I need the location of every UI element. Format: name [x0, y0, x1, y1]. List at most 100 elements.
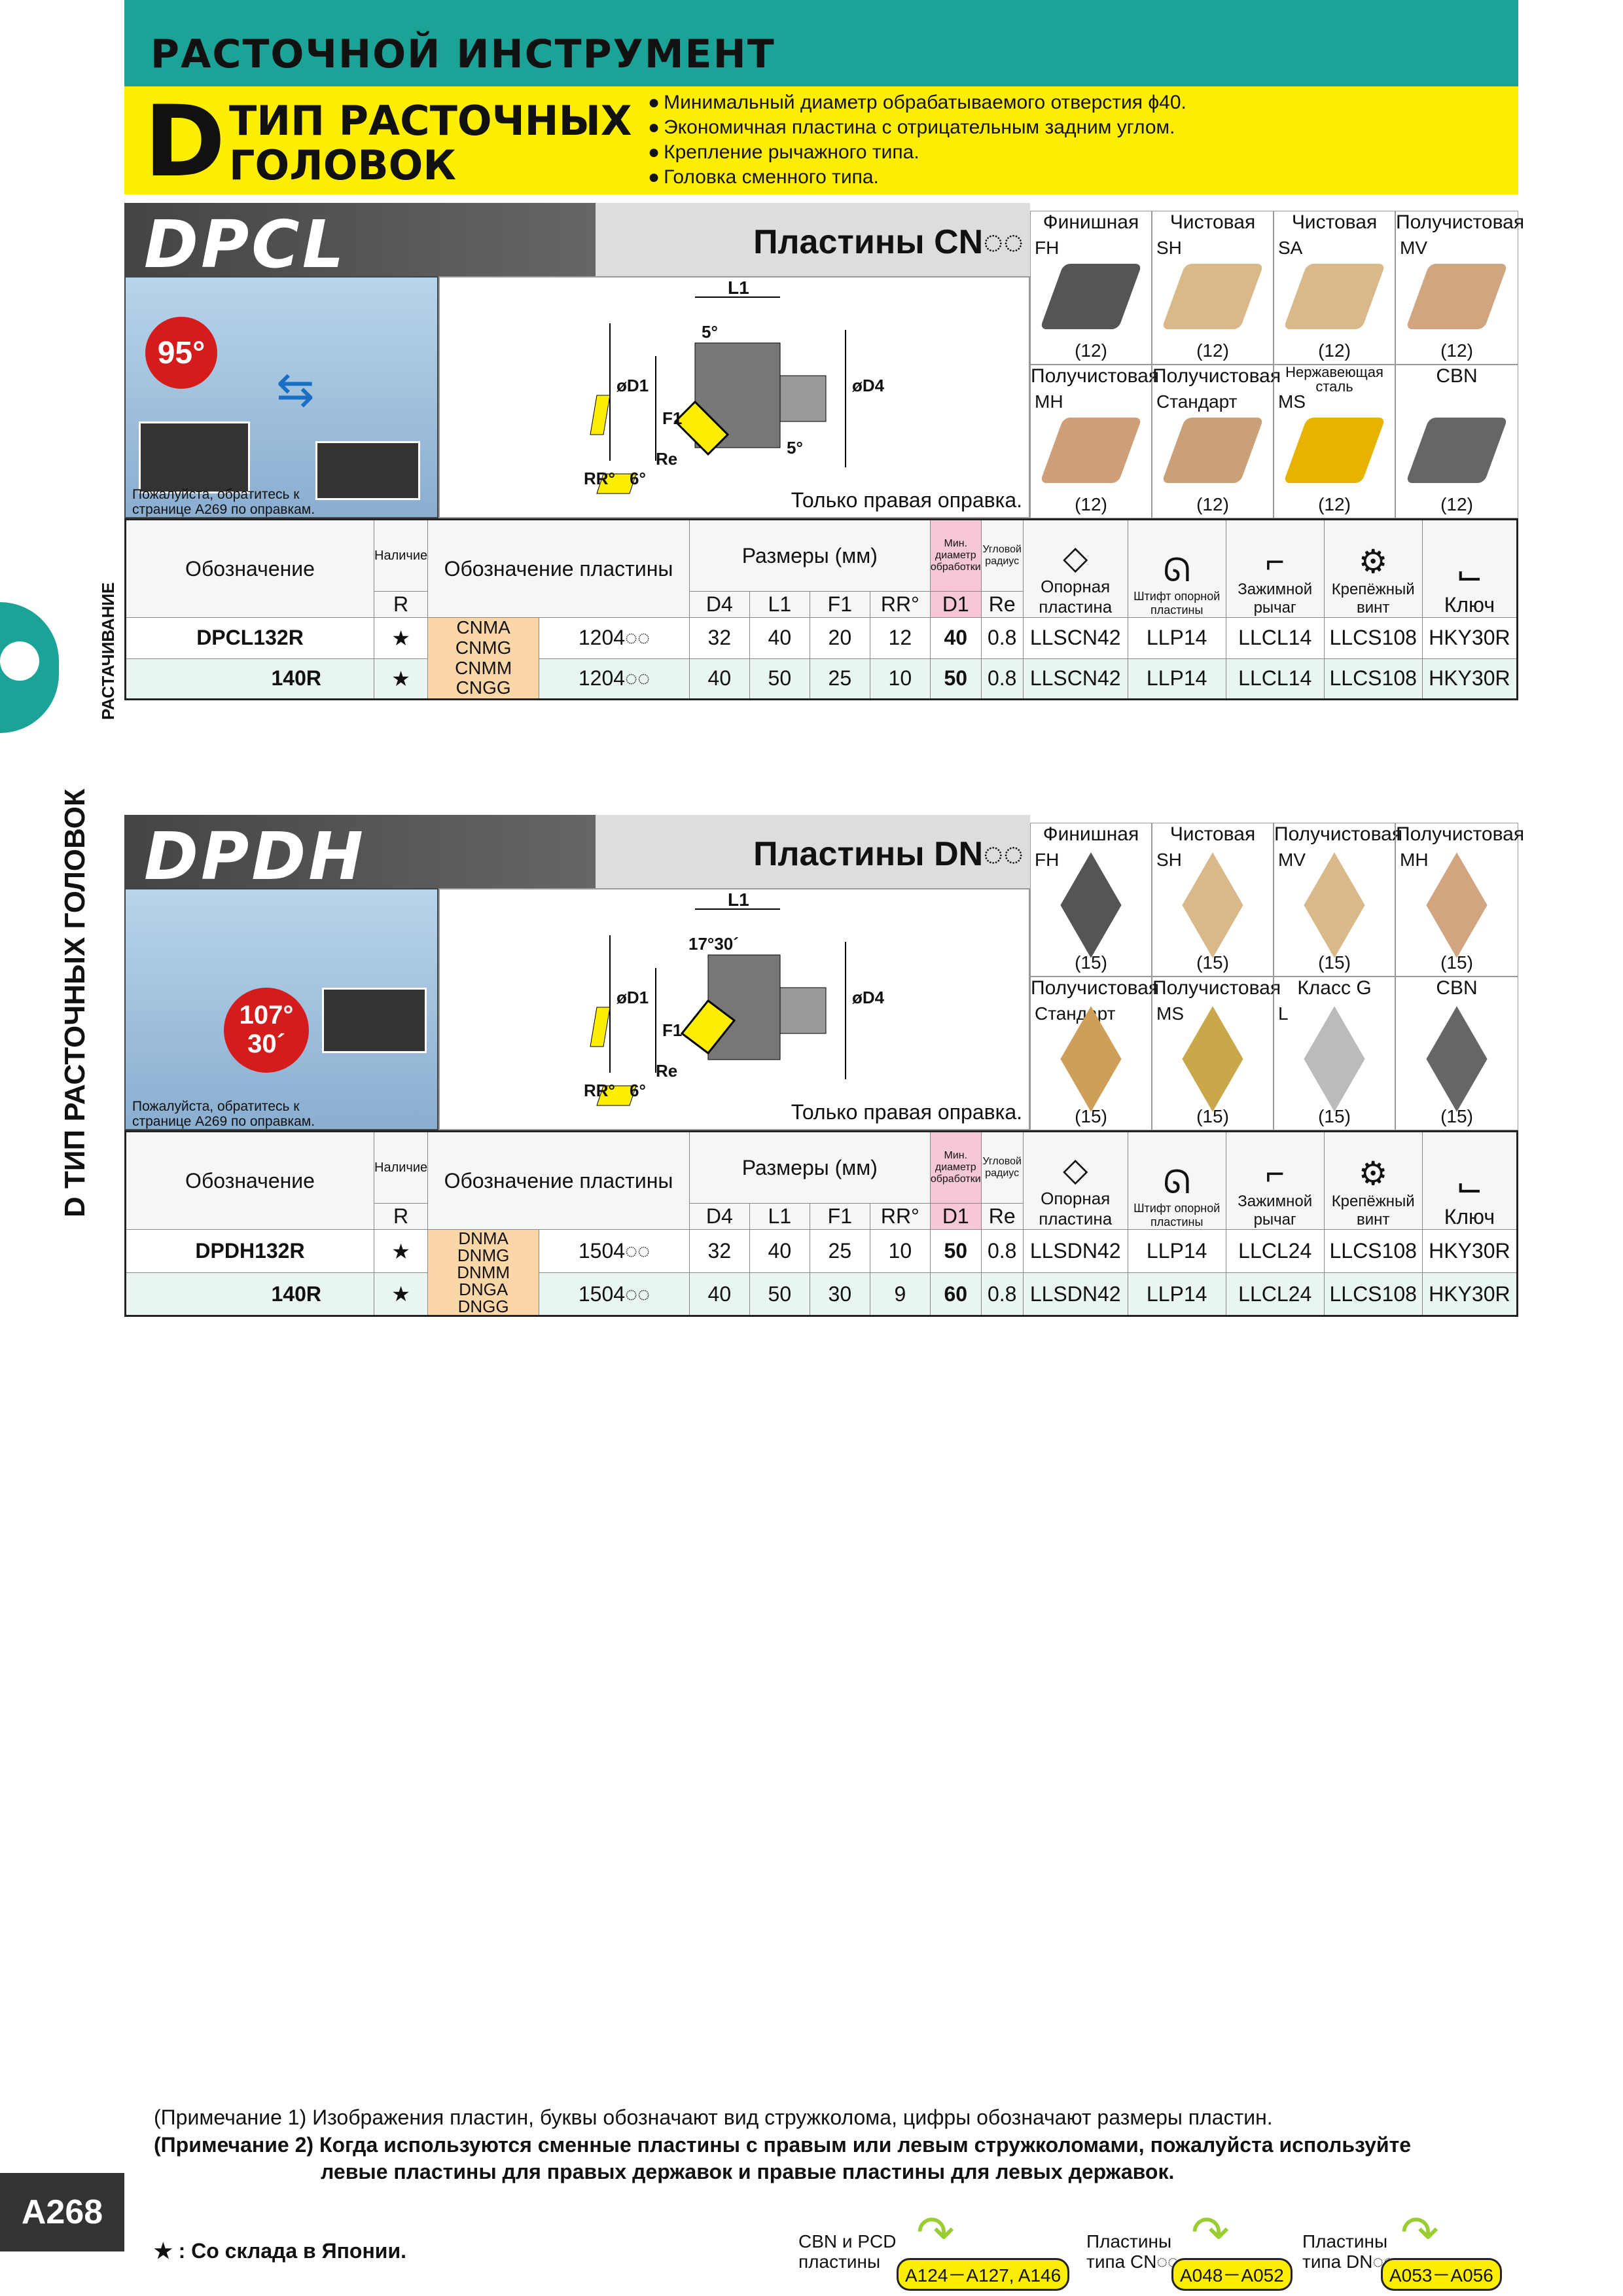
col-screw-label: Крепёжный винт [1331, 581, 1415, 617]
insert-type: Получистовая [1031, 365, 1160, 387]
row-seat: LLSDN42 [1022, 1272, 1128, 1316]
table-row: 140R ★ 1504◌◌ 40 50 30 9 60 0.8 LLSDN42 … [125, 1272, 1518, 1316]
col-key-label: Ключ [1444, 593, 1495, 617]
row-f1: 25 [809, 658, 870, 700]
col-f1: F1 [809, 591, 870, 618]
dim-d1: øD1 [616, 376, 649, 395]
section-name: DPDH [144, 818, 366, 895]
col-r: R [373, 1203, 429, 1230]
row-insert: 1504◌◌ [539, 1229, 690, 1273]
dim-angle: 5° [702, 322, 718, 342]
row-d4: 40 [688, 658, 750, 700]
link-dn-inserts[interactable]: A053－A056 [1381, 2258, 1502, 2291]
col-key: ⌙Ключ [1421, 519, 1518, 618]
row-f1: 30 [809, 1272, 870, 1316]
row-re: 0.8 [980, 1272, 1024, 1316]
seat-plate-icon: ◇ [1062, 539, 1088, 576]
insert-code: FH [1035, 850, 1060, 870]
col-key-label: Ключ [1444, 1205, 1495, 1229]
row-d1: 60 [929, 1272, 982, 1316]
dim-6deg: 6° [630, 1081, 646, 1100]
row-rr: 9 [869, 1272, 931, 1316]
link-cn-inserts[interactable]: A048－A052 [1171, 2258, 1293, 2291]
row-lever: LLCL14 [1225, 617, 1325, 659]
dim-l1: L1 [728, 278, 749, 298]
insert-size: (15) [1440, 952, 1473, 973]
insert-type: Получистовая [1274, 823, 1403, 845]
row-seat: LLSCN42 [1022, 617, 1128, 659]
screw-icon: ⚙ [1358, 543, 1388, 580]
row-key: HKY30R [1421, 658, 1518, 700]
col-re: Re [980, 591, 1024, 618]
table-row: 140R ★ 1204◌◌ 40 50 25 10 50 0.8 LLSCN42… [125, 658, 1518, 700]
row-key: HKY30R [1421, 1272, 1518, 1316]
row-l1: 40 [749, 1229, 810, 1273]
reference-links: ↷ CBN и PCD пластины A124－A127, A146 ↷ П… [798, 2206, 1518, 2291]
title-line2: ГОЛОВОК [229, 141, 457, 189]
section-title-bar: DPDH [124, 815, 596, 895]
insert-size: (15) [1196, 1106, 1229, 1126]
holder-note: Пожалуйста, обратитесь к странице A269 п… [132, 487, 315, 518]
insert-icon [1405, 264, 1508, 329]
col-screw: ⚙Крепёжный винт [1323, 519, 1423, 618]
row-key: HKY30R [1421, 1229, 1518, 1273]
link-cbn-pcd[interactable]: A124－A127, A146 [897, 2258, 1070, 2291]
insert-code: SH [1156, 850, 1182, 870]
insert-type: Класс G [1297, 977, 1372, 999]
col-seat-label: Опорная пластина [1039, 577, 1113, 617]
insert-type-code: CNMM [455, 657, 512, 678]
row-lever: LLCL24 [1225, 1229, 1325, 1273]
spec-table: Обозначение Наличие Обозначение пластины… [124, 518, 1518, 701]
footnote-2b: левые пластины для правых державок и пра… [321, 2160, 1175, 2184]
dimension-diagram: L1 17°30´ øD1 F1 øD4 Re RR° 6° Только пр… [438, 888, 1030, 1130]
insert-size: (12) [1440, 340, 1473, 361]
col-mindia: Мин. диаметр обработки [929, 519, 982, 592]
insert-icon [1039, 418, 1143, 483]
row-pin: LLP14 [1127, 658, 1226, 700]
insert-type: Чистовая [1169, 823, 1256, 845]
insert-code: MS [1278, 391, 1306, 412]
insert-size: (15) [1075, 1106, 1107, 1126]
page-number: A268 [0, 2173, 124, 2251]
holder-note: Пожалуйста, обратитесь к странице A269 п… [132, 1099, 315, 1130]
angle-value: 107° [239, 1001, 294, 1030]
insert-size: (15) [1318, 952, 1351, 973]
col-d4: D4 [688, 591, 750, 618]
col-seat: ◇Опорная пластина [1022, 519, 1128, 618]
insert-icon [1161, 264, 1264, 329]
insert-icon [1304, 852, 1365, 958]
insert-size: (12) [1075, 340, 1107, 361]
row-lever: LLCL24 [1225, 1272, 1325, 1316]
row-designation: DPCL132R [125, 617, 374, 659]
category-title: РАСТОЧНОЙ ИНСТРУМЕНТ [151, 31, 776, 77]
col-d1: D1 [929, 1203, 982, 1230]
insert-code: FH [1035, 238, 1060, 258]
insert-type: Получистовая [1396, 823, 1525, 845]
row-designation: 140R [125, 1272, 374, 1316]
angle-badge: 95° [145, 317, 217, 389]
row-d1: 50 [929, 658, 982, 700]
row-designation: DPDH132R [125, 1229, 374, 1273]
insert-type: Получистовая [1152, 977, 1281, 999]
insert-code: SA [1278, 238, 1303, 258]
side-subtitle: РАСТАЧИВАНИЕ [98, 582, 118, 720]
insert-size: (15) [1075, 952, 1107, 973]
section-dpdh: DPDH Пластины DN◌◌ 107°30´ Пожалуйста, о… [124, 808, 1525, 1332]
link-label: CBN и PCD пластины [798, 2231, 897, 2272]
row-rr: 10 [869, 658, 931, 700]
inserts-header: Пластины DN◌◌ [596, 815, 1030, 888]
section-dpcl: DPCL Пластины CN◌◌ 95° ⇆ Пожалуйста, обр… [124, 196, 1524, 720]
col-key: ⌙Ключ [1421, 1131, 1518, 1230]
col-rr: RR° [869, 591, 931, 618]
dim-d4: øD4 [852, 988, 885, 1007]
insert-icon [1182, 1006, 1243, 1112]
insert-code: Стандарт [1035, 1003, 1116, 1024]
col-radius: Угловой радиус [980, 1131, 1024, 1204]
col-d4: D4 [688, 1203, 750, 1230]
